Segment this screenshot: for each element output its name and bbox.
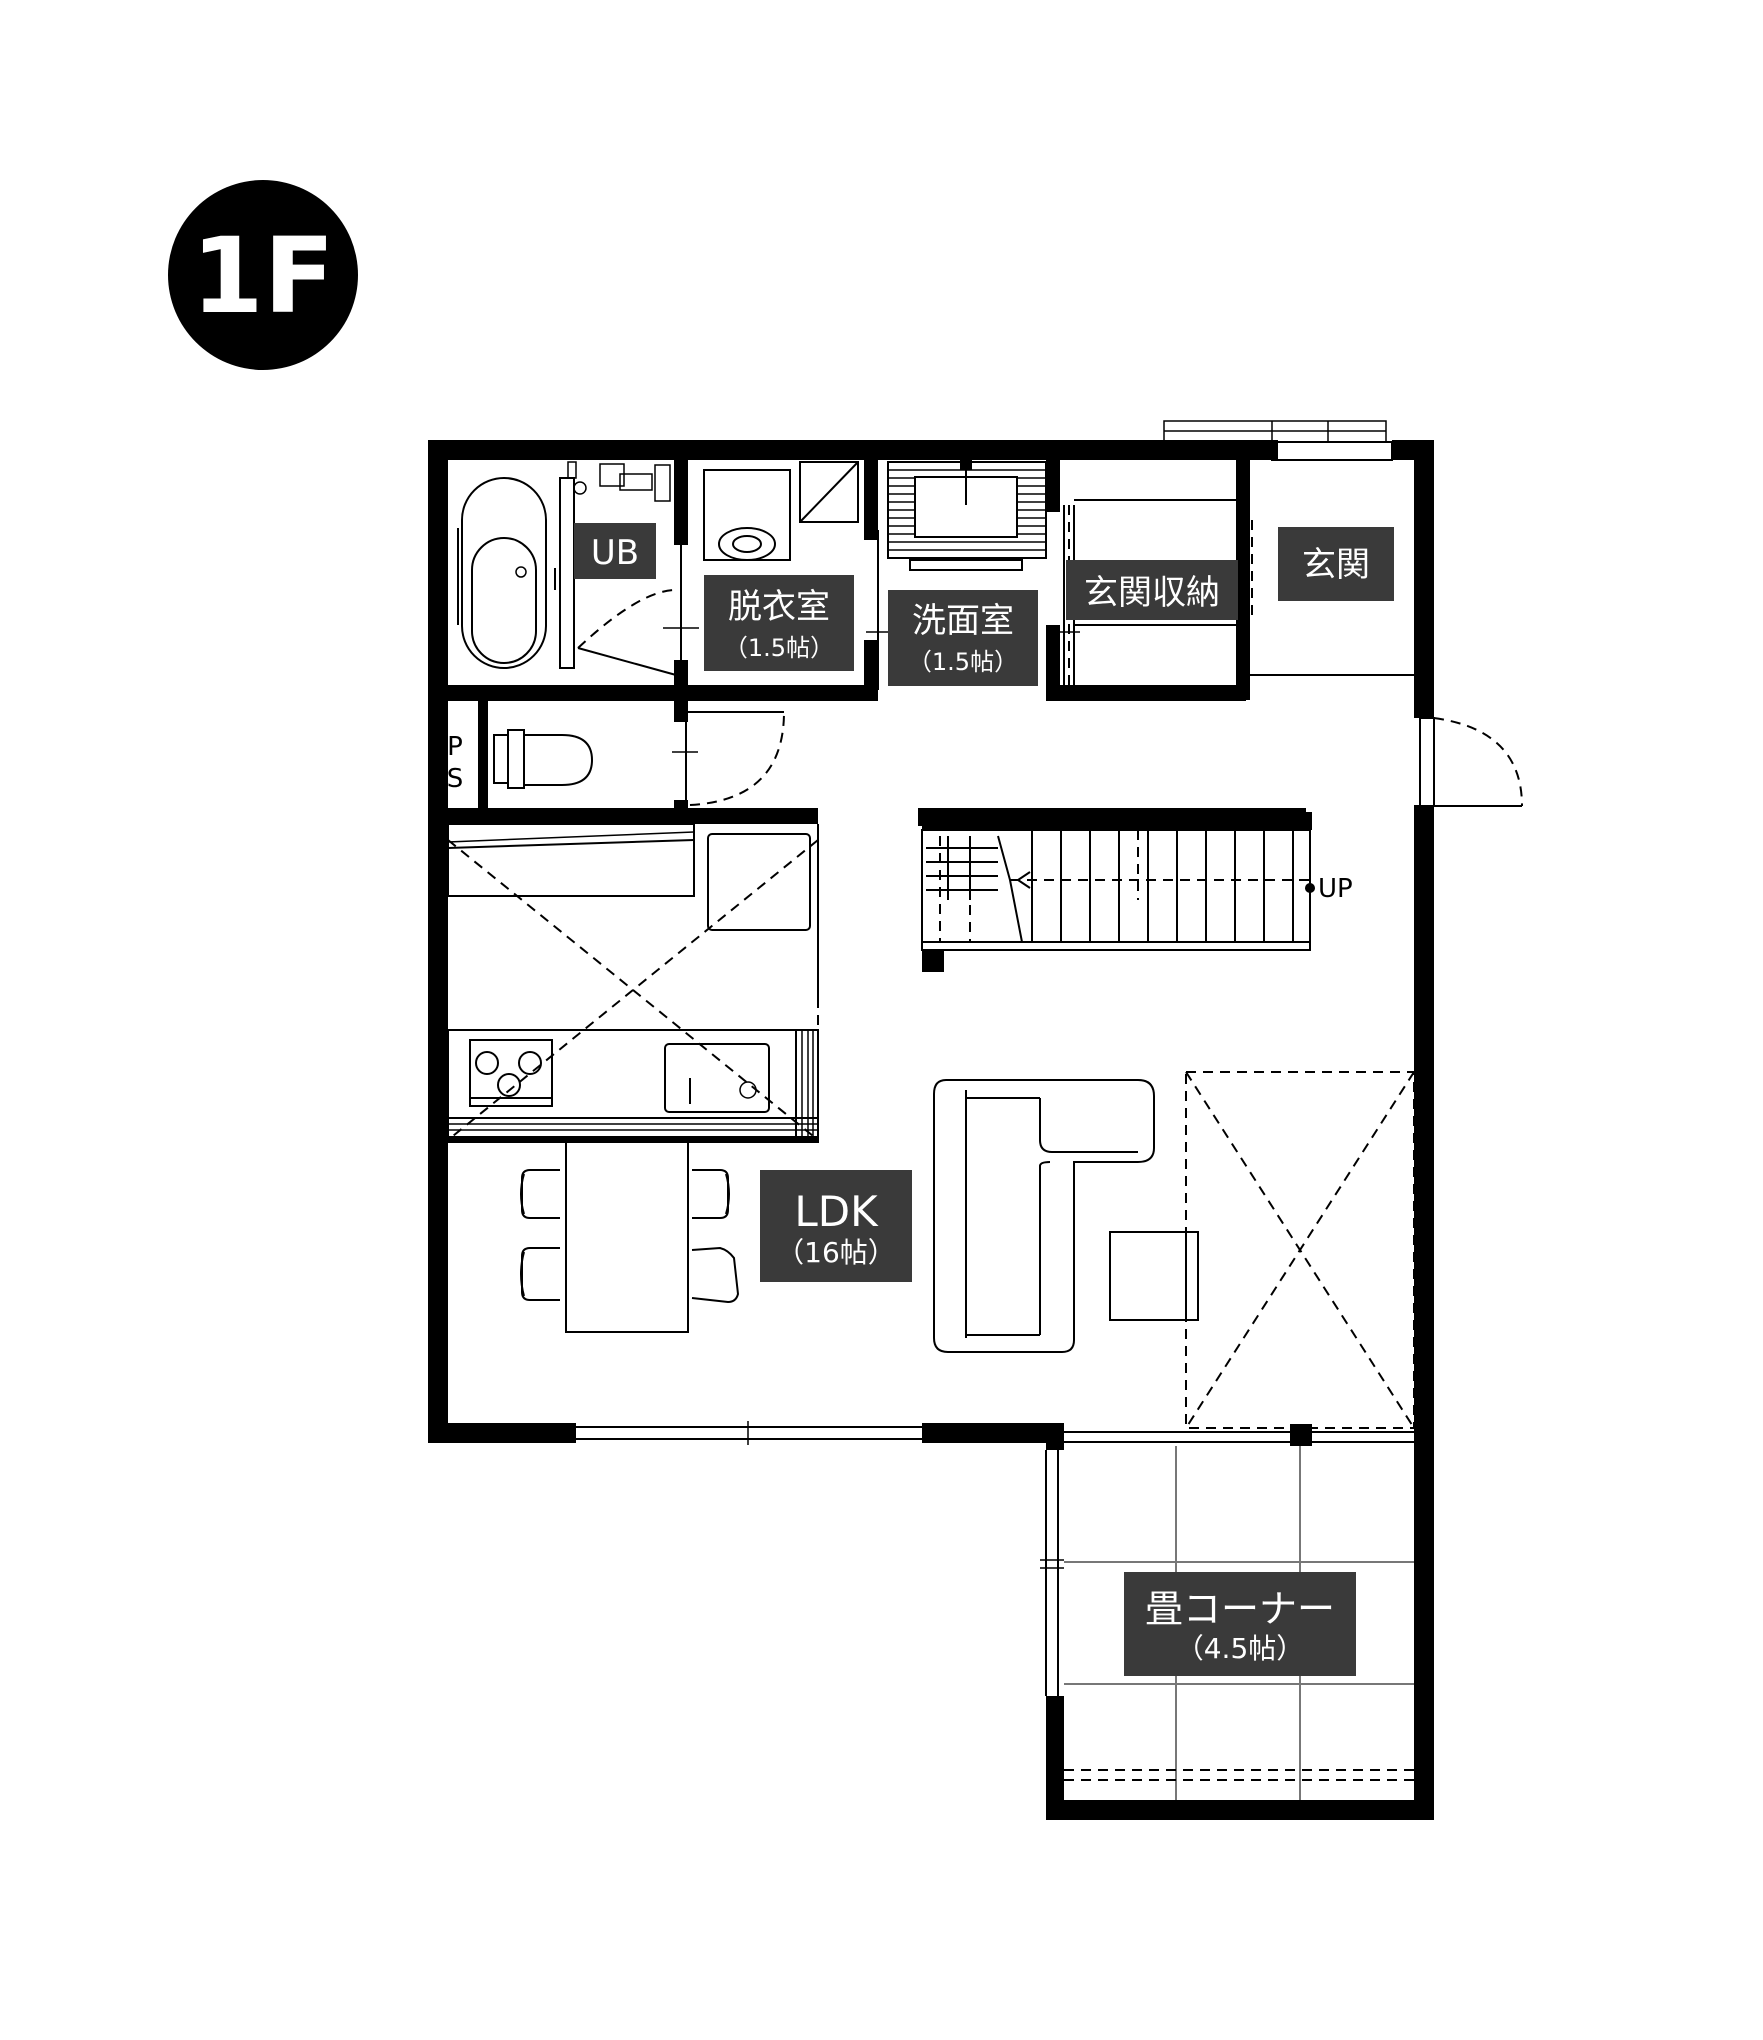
room-label-ub: UB: [574, 523, 656, 579]
stove-icon: [469, 1039, 553, 1107]
toilet-icon: [493, 729, 594, 789]
svg-text:脱衣室: 脱衣室: [728, 587, 830, 627]
floor-badge-label: 1F: [191, 215, 334, 337]
entrance-canopy: [1163, 420, 1393, 461]
stairs: UP: [921, 812, 1353, 972]
shower-icon: [567, 461, 671, 502]
vanity-icon: [887, 460, 1047, 571]
room-label-ldk: LDK （16帖）: [760, 1170, 912, 1282]
svg-text:（1.5帖）: （1.5帖）: [724, 634, 834, 662]
storage-shelf-icon: [799, 461, 859, 523]
kitchen: [447, 823, 819, 1143]
svg-text:洗面室: 洗面室: [912, 601, 1014, 641]
svg-text:玄関: 玄関: [1302, 545, 1370, 585]
room-label-tatami: 畳コーナー （4.5帖）: [1124, 1572, 1356, 1676]
svg-text:P: P: [447, 732, 463, 762]
washing-machine-icon: [703, 469, 791, 561]
side-table-icon: [1109, 1231, 1199, 1321]
svg-text:（16帖）: （16帖）: [776, 1236, 896, 1269]
shoe-cabinet-icon: [1074, 499, 1236, 626]
svg-text:（4.5帖）: （4.5帖）: [1176, 1632, 1305, 1665]
open-void: [1185, 1071, 1415, 1429]
ps-label: P S: [447, 732, 464, 794]
svg-text:畳コーナー: 畳コーナー: [1145, 1587, 1335, 1631]
svg-text:玄関収納: 玄関収納: [1084, 573, 1220, 613]
stairs-up-label: UP: [1318, 874, 1353, 904]
svg-text:S: S: [447, 764, 464, 794]
room-label-datsui: 脱衣室 （1.5帖）: [704, 575, 854, 671]
room-label-genkan: 玄関: [1278, 527, 1394, 601]
sofa-icon: [933, 1079, 1155, 1353]
dining-chairs-icon: [520, 1169, 740, 1304]
svg-text:LDK: LDK: [794, 1187, 879, 1236]
floor-badge: 1F: [168, 180, 358, 370]
kitchen-sink-icon: [664, 1043, 770, 1113]
bathtub-icon: [457, 477, 575, 669]
svg-text:（1.5帖）: （1.5帖）: [908, 648, 1018, 676]
dining-table-icon: [565, 1141, 689, 1333]
room-label-senmen: 洗面室 （1.5帖）: [888, 590, 1038, 686]
room-label-genkan-shuno: 玄関収納: [1066, 560, 1238, 620]
svg-text:UB: UB: [591, 533, 639, 573]
